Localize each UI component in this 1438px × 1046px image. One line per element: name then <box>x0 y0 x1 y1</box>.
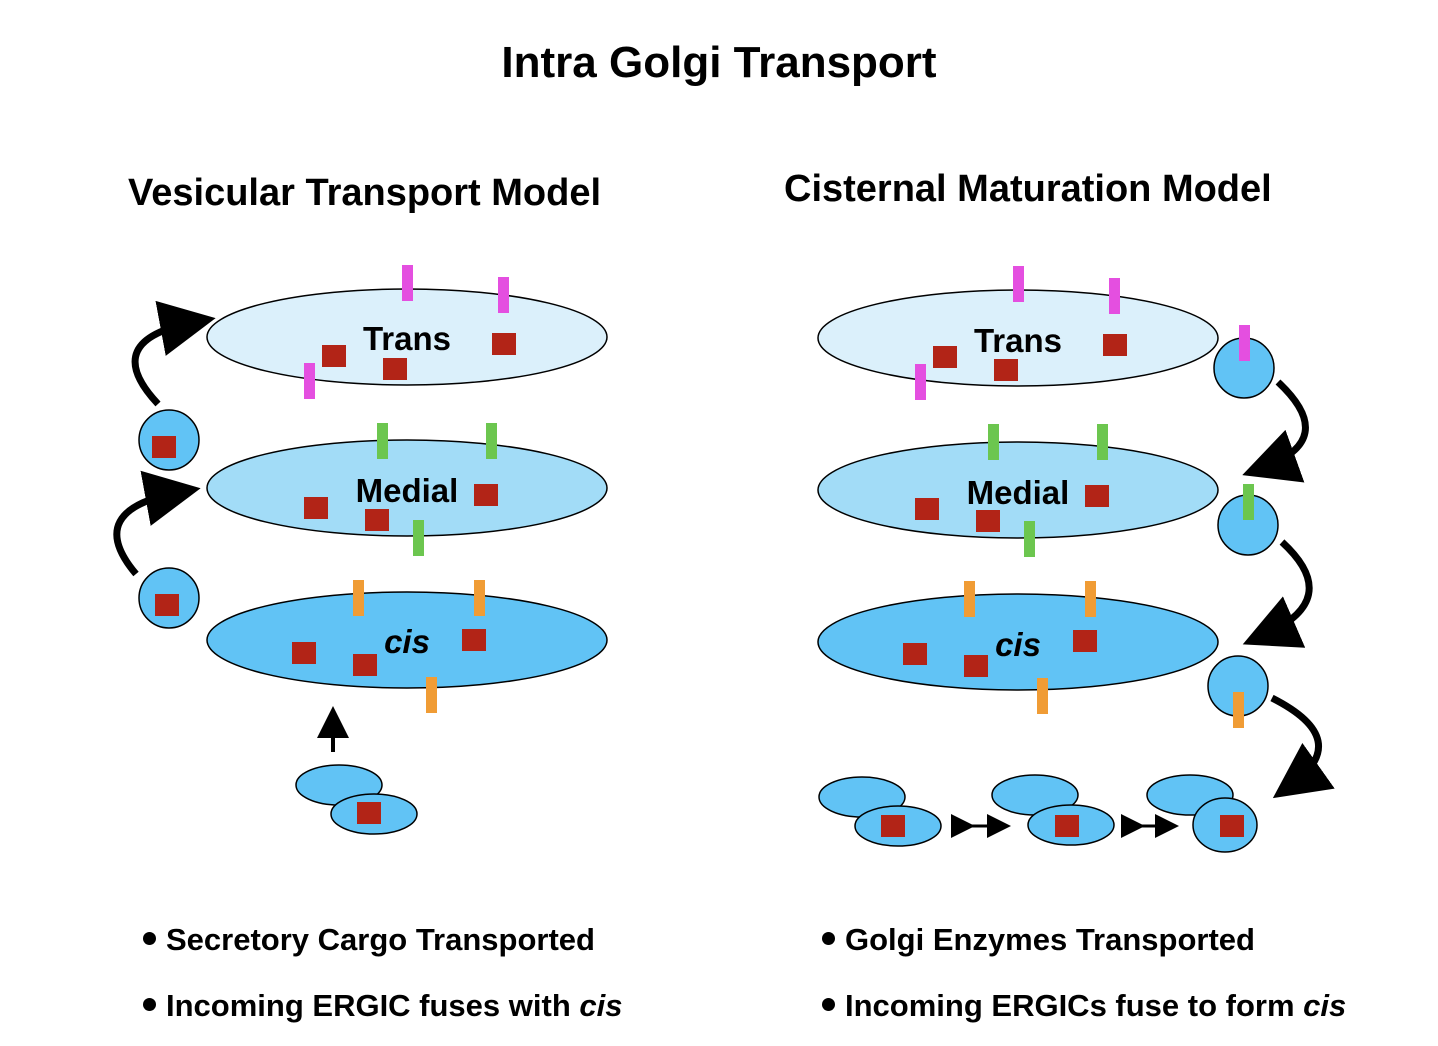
cargo <box>492 333 516 355</box>
cis-enzyme <box>1233 692 1244 728</box>
medial-enzyme <box>377 423 388 459</box>
curved-arrow <box>131 300 216 407</box>
medial-label: Medial <box>356 472 459 509</box>
bullet-dot <box>143 932 156 946</box>
bullet-item: Secretory Cargo Transported <box>143 922 595 958</box>
medial-enzyme <box>988 424 999 460</box>
cargo <box>152 436 176 458</box>
cargo <box>474 484 498 506</box>
trans-enzyme <box>915 364 926 400</box>
cis-enzyme <box>474 580 485 616</box>
vesicular-model-title: Vesicular Transport Model <box>128 172 602 214</box>
cis-cisterna <box>817 593 1219 691</box>
cis-enzyme <box>1037 678 1048 714</box>
bullet-dot <box>822 998 835 1012</box>
cis-enzyme <box>353 580 364 616</box>
curved-arrow <box>113 470 201 577</box>
bullet-italic: cis <box>1303 988 1347 1023</box>
bullet-item: Golgi Enzymes Transported <box>822 922 1255 958</box>
cargo <box>1220 815 1244 837</box>
cis-enzyme <box>964 581 975 617</box>
cargo <box>903 643 927 665</box>
trans-enzyme <box>304 363 315 399</box>
cargo <box>155 594 179 616</box>
medial-label: Medial <box>967 474 1070 511</box>
trans-label: Trans <box>974 322 1062 359</box>
cargo <box>1073 630 1097 652</box>
cargo <box>292 642 316 664</box>
bullet-item: Incoming ERGICs fuse to form cis <box>822 988 1346 1024</box>
trans-label: Trans <box>363 320 451 357</box>
medial-enzyme <box>1243 484 1254 520</box>
cisternal-model-diagram: Trans Medial cis <box>817 266 1335 853</box>
trans-enzyme <box>498 277 509 313</box>
trans-enzyme <box>402 265 413 301</box>
bullet-text: Incoming ERGICs fuse to form <box>845 988 1304 1023</box>
cargo <box>915 498 939 520</box>
cisternal-model-title: Cisternal Maturation Model <box>784 168 1272 210</box>
bullet-italic: cis <box>579 988 623 1023</box>
cargo <box>462 629 486 651</box>
bullet-dot <box>143 998 156 1012</box>
medial-enzyme <box>486 423 497 459</box>
bullet-text: Secretory Cargo Transported <box>166 922 595 957</box>
medial-enzyme <box>413 520 424 556</box>
cargo <box>964 655 988 677</box>
cargo <box>383 358 407 380</box>
medial-enzyme <box>1097 424 1108 460</box>
curved-arrow <box>1242 379 1309 483</box>
page-title: Intra Golgi Transport <box>501 38 937 87</box>
trans-enzyme <box>1239 325 1250 361</box>
curved-arrow <box>1242 539 1313 648</box>
cargo <box>994 359 1018 381</box>
cis-enzyme <box>426 677 437 713</box>
cargo <box>357 802 381 824</box>
cargo <box>933 346 957 368</box>
cargo <box>1103 334 1127 356</box>
cargo <box>365 509 389 531</box>
cis-label: cis <box>995 626 1041 663</box>
medial-enzyme <box>1024 521 1035 557</box>
cis-label: cis <box>384 623 430 660</box>
cargo <box>976 510 1000 532</box>
trans-enzyme <box>1013 266 1024 302</box>
bullet-dot <box>822 932 835 946</box>
cargo <box>322 345 346 367</box>
trans-enzyme <box>1109 278 1120 314</box>
cargo <box>1055 815 1079 837</box>
bullet-text: Golgi Enzymes Transported <box>845 922 1255 957</box>
bullet-item: Incoming ERGIC fuses with cis <box>143 988 622 1024</box>
bullet-text: Incoming ERGIC fuses with <box>166 988 580 1023</box>
cargo <box>353 654 377 676</box>
cargo <box>304 497 328 519</box>
vesicular-model-diagram: Trans Medial cis <box>113 265 608 835</box>
curved-arrow <box>1270 694 1335 799</box>
cargo <box>881 815 905 837</box>
cargo <box>1085 485 1109 507</box>
cis-enzyme <box>1085 581 1096 617</box>
